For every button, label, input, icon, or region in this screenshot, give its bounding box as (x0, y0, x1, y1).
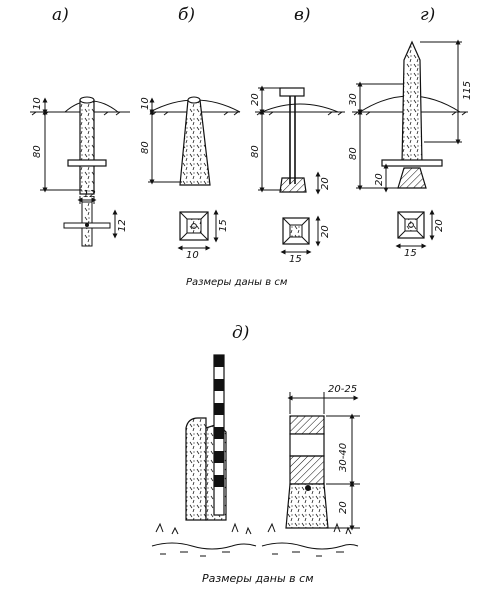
dim-v-80: 80 (250, 145, 261, 158)
panel-label-a: а) (52, 5, 69, 25)
dim-a-10: 10 (32, 97, 43, 110)
panel-a-dimensions (40, 97, 118, 239)
dim-b-15: 15 (218, 219, 229, 232)
dim-b-80: 80 (140, 141, 151, 154)
panel-b-post (149, 96, 241, 241)
panel-g-post (352, 40, 468, 239)
dim-g-80: 80 (348, 147, 359, 160)
panel-d-dimensions (287, 392, 360, 531)
dim-b-10: 10 (140, 97, 151, 110)
dim-g-15: 15 (404, 248, 417, 259)
dim-g-20-base: 20 (374, 173, 385, 186)
panel-v-post (255, 87, 345, 245)
dim-v-20-section: 20 (320, 225, 331, 238)
dim-v-20-top: 20 (250, 93, 261, 106)
dim-d-30-40: 30-40 (338, 443, 349, 472)
panel-d-striped-post (151, 354, 257, 557)
panel-label-g: г) (420, 5, 435, 25)
dim-g-115: 115 (462, 81, 473, 100)
caption-bottom: Размеры даны в см (202, 572, 314, 585)
panel-label-v: в) (294, 5, 311, 25)
dim-a-12-height: 12 (117, 219, 128, 232)
dim-d-20-25: 20-25 (328, 384, 357, 395)
panel-a-post (30, 96, 130, 247)
panel-g-dimensions (356, 39, 462, 249)
panel-d-section (261, 415, 359, 557)
dim-g-20-section: 20 (434, 219, 445, 232)
dim-b-10-width: 10 (186, 250, 199, 261)
caption-top: Размеры даны в см (186, 277, 288, 288)
dim-v-15: 15 (289, 254, 302, 265)
dim-a-12-width: 12 (83, 189, 96, 200)
panel-v-dimensions (258, 85, 321, 255)
panel-label-d: д) (232, 323, 249, 343)
panel-b-dimensions (148, 97, 219, 251)
dim-v-20-base: 20 (320, 177, 331, 190)
panel-label-b: б) (178, 5, 195, 25)
dim-d-20: 20 (338, 501, 349, 514)
dim-a-80: 80 (32, 145, 43, 158)
dim-g-30: 30 (348, 93, 359, 106)
